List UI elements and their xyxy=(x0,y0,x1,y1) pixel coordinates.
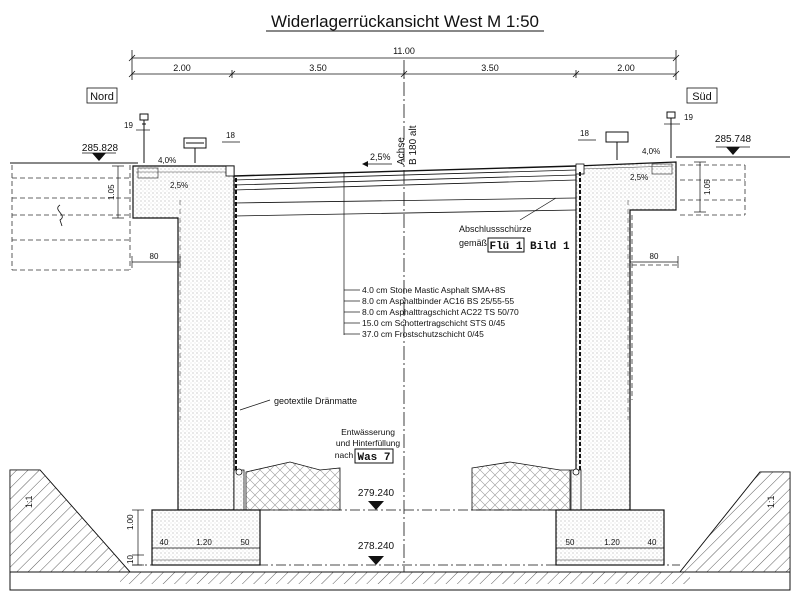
dim-found-r1: 50 xyxy=(566,538,575,547)
dim-seg-d: 2.00 xyxy=(617,63,635,73)
dim-found-base: 10 xyxy=(126,555,135,564)
foundation-right xyxy=(555,509,665,566)
dim-found-l1: 40 xyxy=(160,538,169,547)
slope-right-top: 4,0% xyxy=(642,147,660,156)
pavement-layers xyxy=(233,165,577,217)
backfill-left xyxy=(245,461,341,511)
layer-5: 37.0 cm Frostschutzschicht 0/45 xyxy=(362,329,484,339)
layer-leaders xyxy=(343,172,360,335)
slope-arrow-head xyxy=(362,161,368,167)
elev-marker-right xyxy=(726,147,740,155)
geotextile-leader xyxy=(239,399,271,411)
dim-found-h: 1.00 xyxy=(126,514,135,530)
elev-found-bottom: 278.240 xyxy=(358,541,395,552)
dim-seg-b: 3.50 xyxy=(309,63,327,73)
geotextile-note: geotextile Dränmatte xyxy=(274,396,357,406)
elev-left-top: 285.828 xyxy=(82,143,119,154)
drain-pipe-left xyxy=(235,468,243,476)
dim-rail-right: 19 xyxy=(684,113,693,122)
elev-found-bottom-marker xyxy=(368,556,384,565)
layer-4: 15.0 cm Schottertragschicht STS 0/45 xyxy=(362,318,505,328)
dim-found-l2: 1.20 xyxy=(196,538,212,547)
skirt-ref-box xyxy=(487,237,525,253)
skirt-leader xyxy=(519,197,557,221)
drain-note-2: und Hinterfüllung xyxy=(336,438,401,448)
railing-post-left xyxy=(139,113,149,163)
drain-ref-box xyxy=(354,448,394,464)
drain-pipe-right xyxy=(572,468,580,476)
left-abutment xyxy=(132,165,235,511)
dim-wall-right: 80 xyxy=(650,252,659,261)
dim-found-l3: 50 xyxy=(241,538,250,547)
dim-guard-left: 18 xyxy=(226,131,235,140)
guardrail-right xyxy=(605,131,629,160)
dim-height-left: 1.05 xyxy=(107,184,116,200)
elev-found-top-marker xyxy=(368,501,384,510)
foundation-left xyxy=(151,509,261,566)
elev-found-top: 279.240 xyxy=(358,488,395,499)
south-label-box xyxy=(686,87,718,104)
dim-seg-a: 2.00 xyxy=(173,63,191,73)
skirt-note-2: gemäß xyxy=(459,238,488,248)
slope-left-top: 4,0% xyxy=(158,156,176,165)
drawing-title: Widerlagerrückansicht West M 1:50 xyxy=(271,12,539,31)
base-ground xyxy=(120,572,690,584)
skirt-ref-a: Flü 1 xyxy=(489,241,522,253)
drain-note-1: Entwässerung xyxy=(341,427,395,437)
axis-label-1: Achse xyxy=(396,137,407,165)
layer-2: 8.0 cm Asphaltbinder AC16 BS 25/55-55 xyxy=(362,296,514,306)
skirt-note-1: Abschlussschürze xyxy=(459,224,532,234)
skirt-ref-b: Bild 1 xyxy=(530,241,570,253)
layer-1: 4.0 cm Stone Mastic Asphalt SMA+8S xyxy=(362,285,506,295)
slope-right xyxy=(679,471,791,573)
dim-rail-left: 19 xyxy=(124,121,133,130)
dim-wall-left: 80 xyxy=(150,252,159,261)
right-wing-wall xyxy=(631,164,746,400)
dim-height-right: 1.05 xyxy=(703,179,712,195)
break-symbol xyxy=(57,204,63,227)
drain-ref: Was 7 xyxy=(357,452,390,464)
dim-guard-right: 18 xyxy=(580,129,589,138)
dim-seg-c: 3.50 xyxy=(481,63,499,73)
north-label: Nord xyxy=(90,91,114,103)
drain-column-left xyxy=(233,469,245,511)
layer-3: 8.0 cm Asphalttragschicht AC22 TS 50/70 xyxy=(362,307,519,317)
slope-left-bottom: 2,5% xyxy=(170,181,188,190)
elev-marker-left xyxy=(92,153,106,161)
slope-ratio-right: 1:1 xyxy=(766,495,776,508)
south-label: Süd xyxy=(692,91,712,103)
left-wing-wall xyxy=(11,165,131,271)
axis-label-2: B 180 alt xyxy=(408,125,419,165)
backfill-right xyxy=(471,461,571,511)
dim-found-r3: 40 xyxy=(648,538,657,547)
drain-note-3: nach xyxy=(335,450,354,460)
north-label-box xyxy=(86,87,118,104)
slope-left xyxy=(9,469,131,573)
dim-found-r2: 1.20 xyxy=(604,538,620,547)
railing-post-right xyxy=(666,111,676,158)
right-abutment xyxy=(575,161,677,511)
elev-right-top: 285.748 xyxy=(715,134,752,145)
drain-column-right xyxy=(570,469,582,511)
slope-ratio-left: 1:1 xyxy=(24,495,34,508)
dim-total: 11.00 xyxy=(393,46,415,56)
slope-right-bottom: 2,5% xyxy=(630,173,648,182)
guardrail-left xyxy=(183,137,207,163)
slope-deck: 2,5% xyxy=(370,152,391,162)
